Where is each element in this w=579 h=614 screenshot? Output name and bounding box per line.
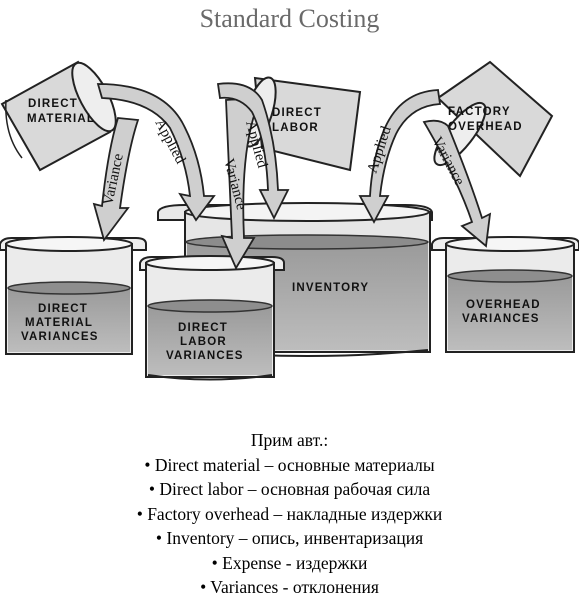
dm-variances-line3: VARIANCES — [21, 331, 99, 343]
dl-applied-arrow — [216, 82, 290, 221]
diagram-title: Standard Costing — [199, 4, 380, 33]
standard-costing-diagram: INVENTORY DIRECT MATERIAL VARIANCES OVER… — [0, 60, 579, 381]
dl-variances-line2: LABOR — [180, 336, 227, 348]
note-variances: • Variances - отклонения — [200, 577, 379, 597]
overhead-variances-line2: VARIANCES — [462, 313, 540, 325]
dm-variance-arrow — [92, 117, 140, 243]
direct-labor-line1: DIRECT — [272, 107, 322, 119]
direct-material-bucket: DIRECT MATERIAL — [0, 60, 117, 172]
note-direct-labor: • Direct labor – основная рабочая сила — [148, 479, 431, 499]
dm-applied-arrow — [96, 83, 216, 222]
notes-heading: Прим авт.: — [250, 430, 329, 450]
dm-variances-line2: MATERIAL — [25, 317, 93, 329]
overhead-variances-container: OVERHEAD VARIANCES — [431, 236, 579, 353]
dm-variances-line1: DIRECT — [38, 303, 88, 315]
dl-variances-line1: DIRECT — [178, 322, 228, 334]
note-inventory: • Inventory – опись, инвентаризация — [155, 528, 424, 548]
inventory-label: INVENTORY — [292, 282, 369, 294]
direct-material-line1: DIRECT — [28, 98, 78, 110]
direct-labor-line2: LABOR — [272, 122, 319, 134]
overhead-variances-line1: OVERHEAD — [466, 299, 541, 311]
factory-overhead-line2: OVERHEAD — [448, 121, 523, 133]
factory-overhead-line1: FACTORY — [448, 106, 511, 118]
fo-variance-arrow — [422, 119, 492, 248]
dl-variances-container: DIRECT LABOR VARIANCES — [139, 255, 285, 381]
dl-variances-line3: VARIANCES — [166, 350, 244, 362]
note-direct-material: • Direct material – основные материалы — [144, 454, 435, 475]
direct-material-line2: MATERIAL — [27, 113, 95, 125]
dm-variances-container: DIRECT MATERIAL VARIANCES — [0, 236, 147, 355]
note-expense: • Expense - издержки — [211, 552, 368, 573]
note-factory-overhead: • Factory overhead – накладные издержки — [136, 503, 443, 524]
author-notes: Прим авт.: • Direct material – основные … — [0, 428, 579, 600]
fo-applied-arrow — [358, 89, 442, 224]
